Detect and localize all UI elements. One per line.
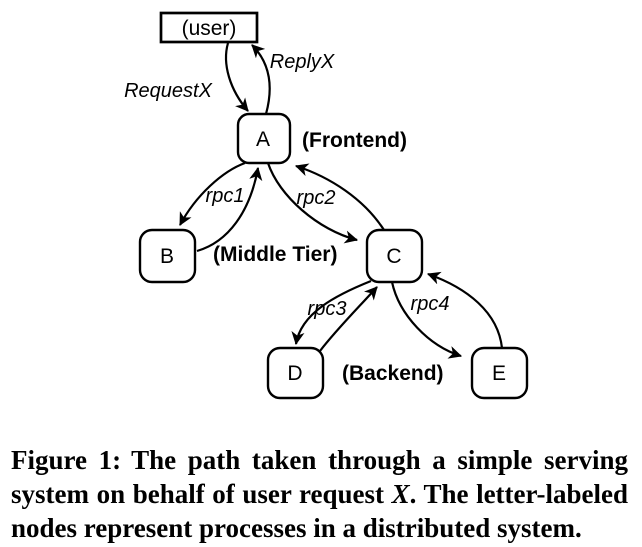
rpc2-edge-label: rpc2 bbox=[297, 187, 336, 209]
caption-text-after-x: . The letter-labeled nodes represent pro… bbox=[11, 479, 629, 543]
arrow-rpc4-e-to-c bbox=[427, 271, 504, 349]
node-d-box bbox=[266, 346, 325, 400]
figure-number-label: Figure 1: bbox=[11, 445, 122, 475]
tier-labels: (Frontend) (Middle Tier) (Backend) bbox=[213, 129, 444, 385]
arrow-rpc3-c-to-d bbox=[291, 279, 372, 346]
arrow-rpc2-c-to-a bbox=[294, 163, 385, 231]
node-d-label: D bbox=[287, 362, 302, 385]
arrow-reply-a-to-user bbox=[251, 44, 271, 115]
node-a-box bbox=[236, 112, 292, 165]
figure-caption: Figure 1:The path taken through a simple… bbox=[11, 443, 628, 545]
user-node-label: (user) bbox=[182, 17, 237, 40]
caption-text-before-x: The path taken through a simple serving … bbox=[11, 445, 628, 509]
node-b-box bbox=[138, 228, 197, 284]
arrow-rpc3-d-to-c bbox=[319, 286, 378, 352]
arrow-rpc1-b-to-a bbox=[196, 166, 263, 253]
node-b-label: B bbox=[160, 245, 174, 268]
rpc3-edge-label: rpc3 bbox=[308, 298, 347, 320]
arrow-rpc4-c-to-e bbox=[390, 281, 463, 359]
arrow-rpc1-a-to-b bbox=[179, 161, 246, 226]
middle-tier-label: (Middle Tier) bbox=[213, 243, 337, 266]
node-a-label: A bbox=[256, 128, 270, 151]
serving-system-diagram: (user) A B C D E (Frontend) (Middle Tier… bbox=[124, 11, 529, 400]
reply-edge-label: ReplyX bbox=[270, 51, 335, 73]
node-e-box bbox=[470, 346, 529, 400]
request-edge-label: RequestX bbox=[124, 80, 212, 102]
node-c-label: C bbox=[386, 245, 401, 268]
edge-labels: RequestX ReplyX rpc1 rpc2 rpc3 rpc4 bbox=[124, 51, 449, 320]
backend-tier-label: (Backend) bbox=[342, 362, 444, 385]
arrow-request-user-to-a bbox=[224, 42, 249, 112]
arrow-rpc2-a-to-c bbox=[266, 162, 359, 244]
edges bbox=[179, 42, 504, 359]
rpc4-edge-label: rpc4 bbox=[411, 293, 450, 315]
node-e-label: E bbox=[492, 362, 506, 385]
frontend-tier-label: (Frontend) bbox=[302, 129, 407, 152]
caption-italic-x: X bbox=[391, 479, 410, 509]
node-c-box bbox=[365, 228, 424, 284]
nodes: (user) A B C D E bbox=[138, 11, 529, 400]
rpc1-edge-label: rpc1 bbox=[206, 185, 245, 207]
user-node-box bbox=[159, 11, 259, 44]
